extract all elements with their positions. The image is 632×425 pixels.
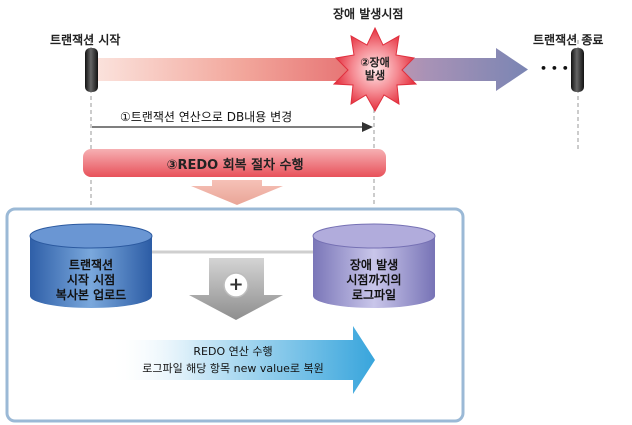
- backup-cylinder: [29, 223, 153, 308]
- transaction-start-marker: [85, 48, 98, 92]
- starburst-text: ②장애 발생: [345, 56, 405, 82]
- step1-label: ①트랜잭션 연산으로 DB내용 변경: [120, 110, 293, 124]
- redo-restore-arrow: [110, 326, 375, 394]
- plus-sign: +: [228, 274, 244, 295]
- logfile-line-3: 로그파일: [351, 288, 397, 302]
- backup-line-2: 시작 시점: [66, 273, 116, 287]
- backup-line-3: 복사본 업로드: [55, 288, 127, 302]
- bottom-line-1: REDO 연산 수행: [193, 345, 273, 358]
- plus-circle: [223, 272, 249, 298]
- transaction-end-label: 트랜잭션 종료: [533, 33, 604, 47]
- backup-cylinder-text: 트랜잭션 시작 시점 복사본 업로드: [31, 258, 151, 303]
- starburst-line-1: ②장애: [360, 56, 390, 69]
- failure-point-label: 장애 발생시점: [333, 7, 404, 21]
- logfile-line-2: 시점까지의: [346, 273, 402, 287]
- bottom-arrow-text: REDO 연산 수행 로그파일 해당 항목 new value로 복원: [103, 343, 363, 377]
- transaction-bar: [95, 58, 365, 81]
- transaction-start-label: 트랜잭션 시작: [50, 33, 121, 47]
- failure-starburst: [332, 26, 418, 113]
- redo-label: ③REDO 회복 절차 수행: [166, 157, 304, 173]
- logfile-line-1: 장애 발생: [349, 258, 399, 272]
- logfile-cylinder-text: 장애 발생 시점까지의 로그파일: [314, 258, 434, 303]
- transaction-end-marker: [571, 48, 584, 92]
- redo-bar: [83, 149, 386, 177]
- ellipsis: • • •: [540, 62, 569, 75]
- logfile-cylinder: [312, 223, 436, 308]
- down-arrow: [191, 180, 283, 205]
- starburst-line-2: 발생: [364, 69, 386, 82]
- bottom-line-2: 로그파일 해당 항목 new value로 복원: [142, 362, 324, 375]
- backup-line-1: 트랜잭션: [68, 258, 114, 272]
